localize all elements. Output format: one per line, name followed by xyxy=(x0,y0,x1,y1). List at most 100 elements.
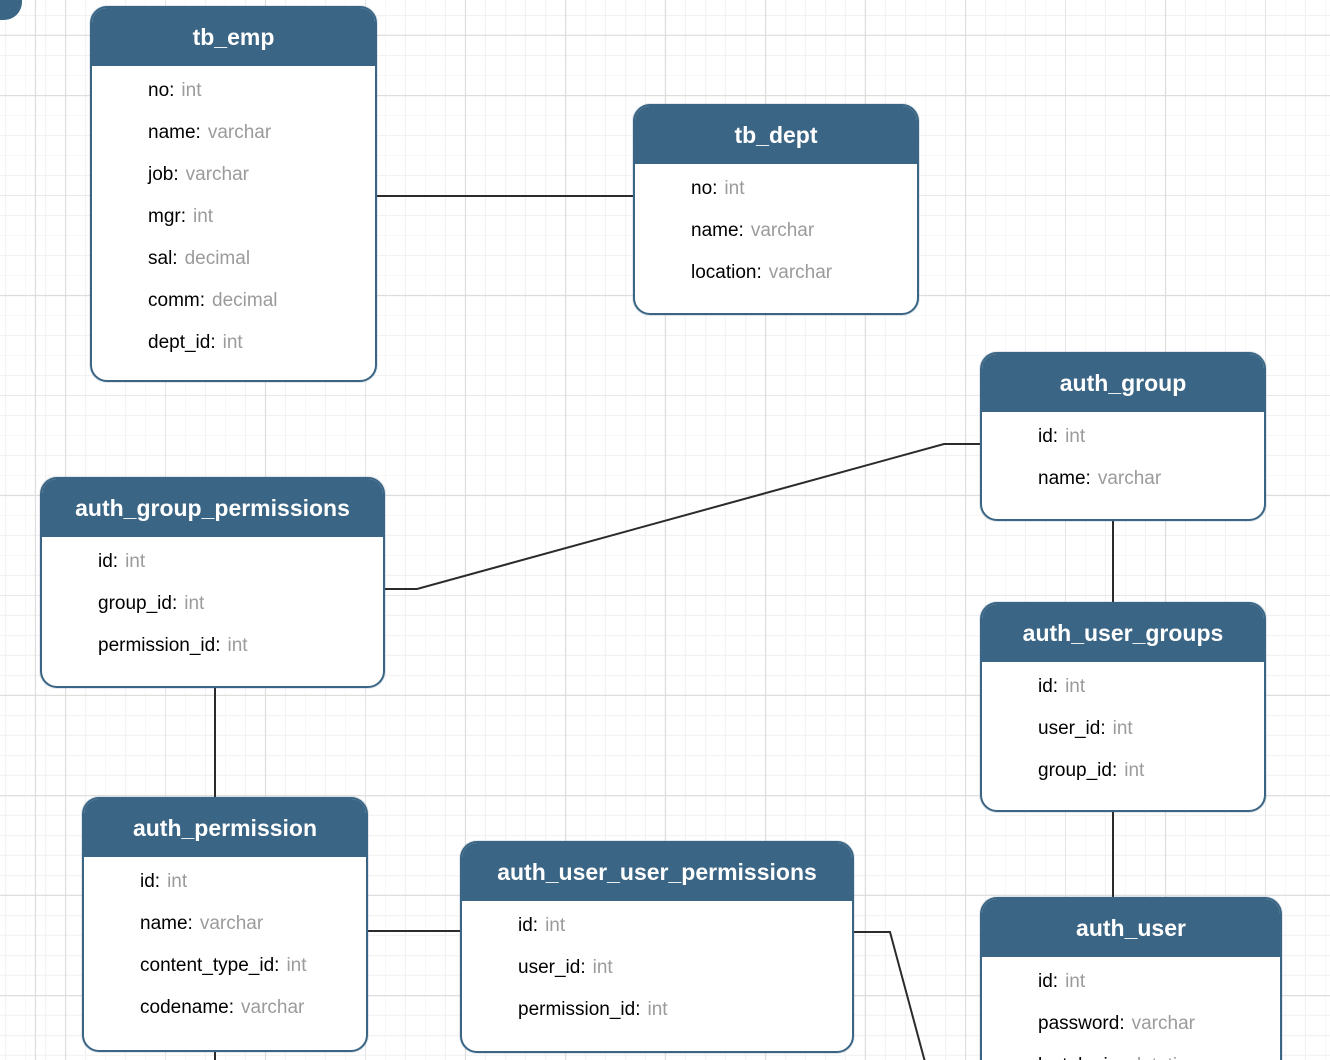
field-name: id xyxy=(140,871,160,892)
field-type: int xyxy=(181,80,202,101)
field-row: mgrint xyxy=(92,196,375,238)
field-name: content_type_id xyxy=(140,955,279,976)
table-fields: idint password varchar last_login datetime xyxy=(982,957,1280,1060)
field-name: password xyxy=(1038,1013,1125,1034)
field-type: varchar xyxy=(750,220,815,241)
field-name: job xyxy=(148,164,179,185)
field-type: int xyxy=(286,955,307,976)
field-type: int xyxy=(545,915,566,936)
field-row: name varchar xyxy=(982,458,1264,500)
table-fields: idint user_idint group_idint xyxy=(982,662,1264,798)
field-name: no xyxy=(691,178,717,199)
field-name: sal xyxy=(148,248,178,269)
table-auth_user_groups[interactable]: auth_user_groups idint user_idint group_… xyxy=(980,602,1266,812)
field-row: dept_idint xyxy=(92,322,375,364)
field-row: idint xyxy=(982,961,1280,1003)
field-row: name varchar xyxy=(635,210,917,252)
field-type: int xyxy=(167,871,188,892)
field-row: group_id int xyxy=(42,583,383,625)
field-name: dept_id xyxy=(148,332,216,353)
field-row: group_idint xyxy=(982,750,1264,792)
field-row: idint xyxy=(42,541,383,583)
table-fields: idint user_idint permission_idint xyxy=(462,901,852,1037)
field-name: id xyxy=(98,551,118,572)
field-type: varchar xyxy=(1131,1013,1195,1034)
table-auth_group[interactable]: auth_group idint namevarchar xyxy=(980,352,1266,521)
field-row: name varchar xyxy=(84,903,366,945)
field-name: name xyxy=(140,913,193,934)
table-fields: idint namevarchar content_type_idint cod… xyxy=(84,857,366,1035)
field-type: int xyxy=(1065,676,1086,697)
field-type: int xyxy=(1065,426,1086,447)
field-row: idint xyxy=(84,861,366,903)
field-name: id xyxy=(1038,971,1058,992)
field-type: int xyxy=(125,551,146,572)
field-row: idint xyxy=(462,905,852,947)
field-name: permission_id xyxy=(518,999,641,1020)
field-row: content_type_id int xyxy=(84,945,366,987)
field-type: varchar xyxy=(207,122,272,143)
field-name: user_id xyxy=(1038,718,1106,739)
table-title: auth_group_permissions xyxy=(42,479,383,537)
table-title: auth_user_user_permissions xyxy=(462,843,852,901)
field-name: group_id xyxy=(98,593,177,614)
field-row: user_idint xyxy=(462,947,852,989)
field-name: name xyxy=(148,122,201,143)
field-row: password varchar xyxy=(982,1003,1280,1045)
field-name: location xyxy=(691,262,762,283)
field-name: codename xyxy=(140,997,234,1018)
field-name: id xyxy=(518,915,538,936)
field-type: int xyxy=(1065,971,1086,992)
field-type: int xyxy=(647,999,668,1020)
table-auth_user[interactable]: auth_user idint password varchar last_log… xyxy=(980,897,1282,1060)
connection-auth_user_user_permissions-offscreen[interactable] xyxy=(852,931,926,1060)
field-type: int xyxy=(1112,718,1133,739)
field-name: user_id xyxy=(518,957,586,978)
field-type: int xyxy=(724,178,745,199)
field-row: location varchar xyxy=(635,252,917,294)
field-type: int xyxy=(1124,760,1145,781)
field-row: last_login datetime xyxy=(982,1045,1280,1060)
table-fields: idint namevarchar xyxy=(982,412,1264,506)
field-name: name xyxy=(1038,468,1091,489)
field-row: permission_id int xyxy=(42,625,383,667)
field-type: varchar xyxy=(199,913,264,934)
field-type: varchar xyxy=(185,164,249,185)
field-type: int xyxy=(184,593,205,614)
table-auth_permission[interactable]: auth_permission idint namevarchar conten… xyxy=(82,797,368,1052)
table-title: tb_dept xyxy=(635,106,917,164)
table-title: auth_permission xyxy=(84,799,366,857)
table-auth_group_permissions[interactable]: auth_group_permissions idint group_idint… xyxy=(40,477,385,688)
table-title: tb_emp xyxy=(92,8,375,66)
field-name: permission_id xyxy=(98,635,221,656)
table-fields: noint name varchar location varchar xyxy=(635,164,917,300)
table-fields: noint namevarchar jobvarchar mgrint sald… xyxy=(92,66,375,370)
field-row: idint xyxy=(982,666,1264,708)
field-name: last_login xyxy=(1038,1055,1124,1060)
connection-auth_group_permissions-auth_group[interactable] xyxy=(385,443,980,590)
table-fields: idint group_idint permission_idint xyxy=(42,537,383,673)
field-row: user_id int xyxy=(982,708,1264,750)
field-row: commdecimal xyxy=(92,280,375,322)
field-type: decimal xyxy=(212,290,278,311)
field-row: codename varchar xyxy=(84,987,366,1029)
field-type: datetime xyxy=(1131,1055,1204,1060)
table-tb_emp[interactable]: tb_emp noint namevarchar jobvarchar mgri… xyxy=(90,6,377,382)
field-type: int xyxy=(227,635,248,656)
field-row: permission_id int xyxy=(462,989,852,1031)
field-type: varchar xyxy=(1097,468,1162,489)
field-type: int xyxy=(193,206,214,227)
field-type: varchar xyxy=(768,262,833,283)
table-title: auth_group xyxy=(982,354,1264,412)
field-type: varchar xyxy=(241,997,305,1018)
table-title: auth_user_groups xyxy=(982,604,1264,662)
table-auth_user_user_permissions[interactable]: auth_user_user_permissions idint user_id… xyxy=(460,841,854,1053)
field-name: name xyxy=(691,220,744,241)
field-row: noint xyxy=(635,168,917,210)
table-tb_dept[interactable]: tb_dept noint name varchar location varcha… xyxy=(633,104,919,315)
field-row: saldecimal xyxy=(92,238,375,280)
table-title: auth_user xyxy=(982,899,1280,957)
field-name: mgr xyxy=(148,206,186,227)
field-row: name varchar xyxy=(92,112,375,154)
